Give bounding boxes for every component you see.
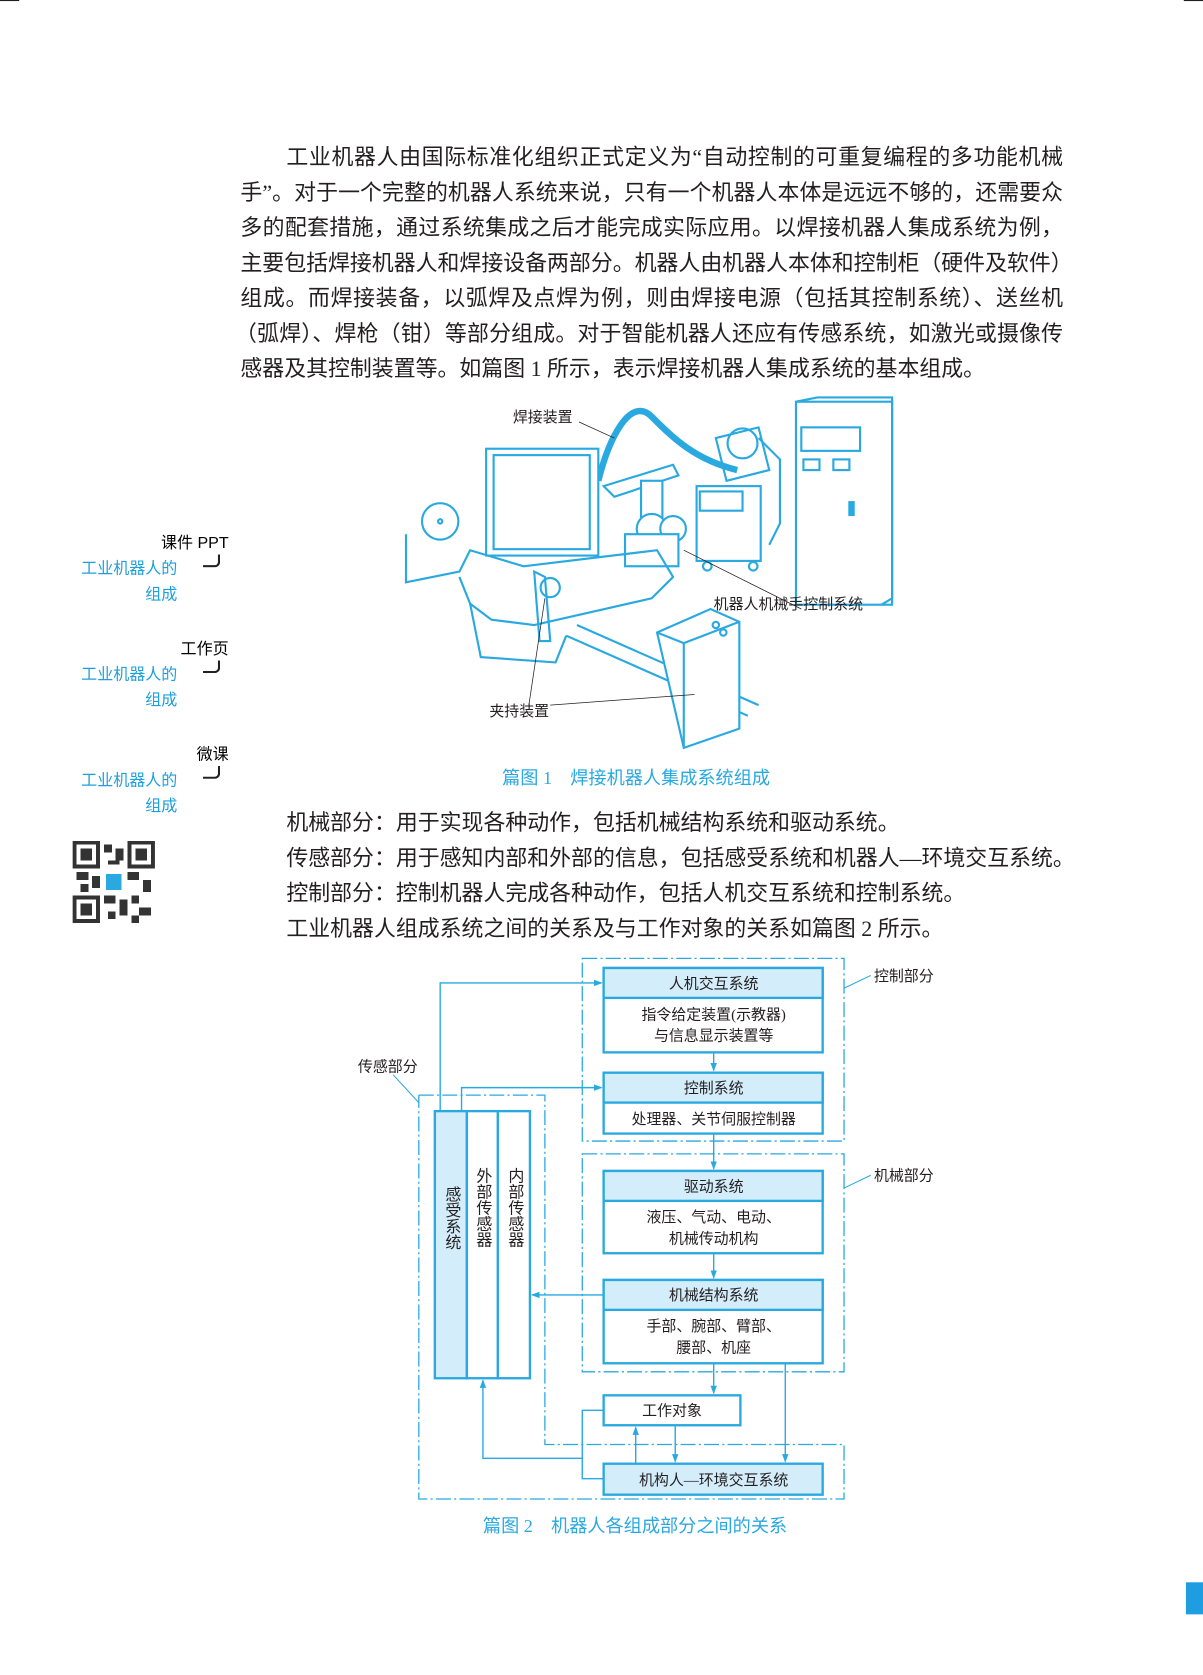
label-welding-device: 焊接装置: [513, 409, 573, 426]
label-mechanical-part: 机械部分: [874, 1168, 934, 1185]
label-manipulator-control: 机器人机械手控制系统: [714, 596, 863, 613]
parts-line: 工业机器人组成系统之间的关系及与工作对象的关系如篇图 2 所示。: [286, 917, 944, 942]
internal-sensors: 内部传感器: [505, 1167, 524, 1247]
parts-line: 控制部分：控制机器人完成各种动作，包括人机交互系统和控制系统。: [286, 882, 966, 907]
resource-microlecture[interactable]: 微课 工业机器人的 组成: [43, 743, 229, 820]
label-sensing-part: 传感部分: [358, 1059, 418, 1076]
paragraph-line: 主要包括焊接机器人和焊接设备两部分。机器人由机器人本体和控制柜（硬件及软件）: [240, 252, 1073, 276]
mechanical-structure-header: 机械结构系统: [669, 1287, 759, 1304]
welding-cable: [595, 407, 738, 482]
parts-line: 机械部分：用于实现各种动作，包括机械结构系统和驱动系统。: [286, 811, 900, 836]
robot-arm: [601, 463, 687, 568]
pointer-hook-icon: [202, 554, 221, 568]
sensing-system: 感受系统: [442, 1186, 461, 1250]
resource-title: 工业机器人的: [81, 559, 178, 579]
drive-system-header: 驱动系统: [684, 1178, 744, 1195]
work-object: 工作对象: [642, 1403, 702, 1420]
label-control-part: 控制部分: [874, 968, 934, 985]
hmi-system-body: 指令给定装置(示教器): [641, 1006, 785, 1023]
hmi-system-header: 人机交互系统: [669, 974, 759, 992]
mechanical-structure-body: 腰部、机座: [676, 1340, 751, 1357]
external-sensors: 外部传感器: [473, 1167, 492, 1247]
drive-system-body: 液压、气动、电动、: [646, 1209, 780, 1226]
chapter-tab: [1185, 1582, 1203, 1615]
welding-power-source: [695, 426, 782, 572]
qr-code[interactable]: [72, 840, 155, 924]
parts-line: 传感部分：用于感知内部和外部的信息，包括感受系统和机器人—环境交互系统。: [286, 847, 1075, 871]
figure2-caption: 篇图 2 机器人各组成部分之间的关系: [482, 1516, 788, 1537]
control-system-body: 处理器、关节伺服控制器: [632, 1111, 796, 1128]
control-system-header: 控制系统: [684, 1080, 744, 1097]
paragraph-line: 组成。而焊接装备，以弧焊及点焊为例，则由焊接电源（包括其控制系统）、送丝机: [240, 287, 1064, 311]
label-clamping-device: 夹持装置: [489, 703, 549, 720]
paragraph-line: 感器及其控制装置等。如篇图 1 所示，表示焊接机器人集成系统的基本组成。: [240, 357, 986, 382]
pointer-hook-icon: [202, 660, 221, 674]
paragraph-line: （弧焊）、焊枪（钳）等部分组成。对于智能机器人还应有传感系统，如激光或摄像传: [235, 322, 1064, 347]
paragraph-line: 手”。对于一个完整的机器人系统来说，只有一个机器人本体是远远不够的，还需要众: [240, 181, 1064, 206]
resource-ppt[interactable]: 课件 PPT 工业机器人的 组成: [43, 531, 229, 608]
leader-lines: [528, 421, 802, 706]
mechanical-structure-body: 手部、腕部、臂部、: [646, 1318, 780, 1335]
hmi-system-body: 与信息显示装置等: [654, 1027, 774, 1045]
resource-type: 微课: [196, 745, 229, 764]
sensing-group-boundary: [418, 1094, 845, 1500]
welding-robot-illustration: 焊接装置 机器人机械手控制系统 夹持装置: [404, 396, 894, 750]
resource-title: 工业机器人的: [81, 665, 178, 684]
resource-type: 工作页: [180, 639, 229, 659]
figure1-caption: 篇图 1 焊接机器人集成系统组成: [502, 768, 771, 789]
resource-title: 组成: [145, 691, 178, 710]
resource-type: 课件 PPT: [160, 534, 229, 553]
control-cabinet: [794, 396, 894, 606]
positioner-frame: [404, 447, 759, 717]
paragraph-line: 多的配套措施，通过系统集成之后才能完成实际应用。以焊接机器人集成系统为例，: [240, 216, 1064, 241]
resource-worksheet[interactable]: 工作页 工业机器人的 组成: [43, 637, 229, 714]
resource-title: 组成: [145, 797, 178, 816]
crop-mark: [0, 0, 20, 2]
resource-title: 工业机器人的: [81, 771, 178, 790]
pointer-hook-icon: [202, 766, 221, 779]
drive-system-body: 机械传动机构: [669, 1231, 759, 1248]
crop-mark: [1183, 0, 1203, 2]
resource-title: 组成: [145, 585, 178, 604]
robot-environment-interaction: 机构人—环境交互系统: [639, 1471, 788, 1489]
paragraph-line: 工业机器人由国际标准化组织正式定义为“自动控制的可重复编程的多功能机械: [286, 146, 1064, 170]
